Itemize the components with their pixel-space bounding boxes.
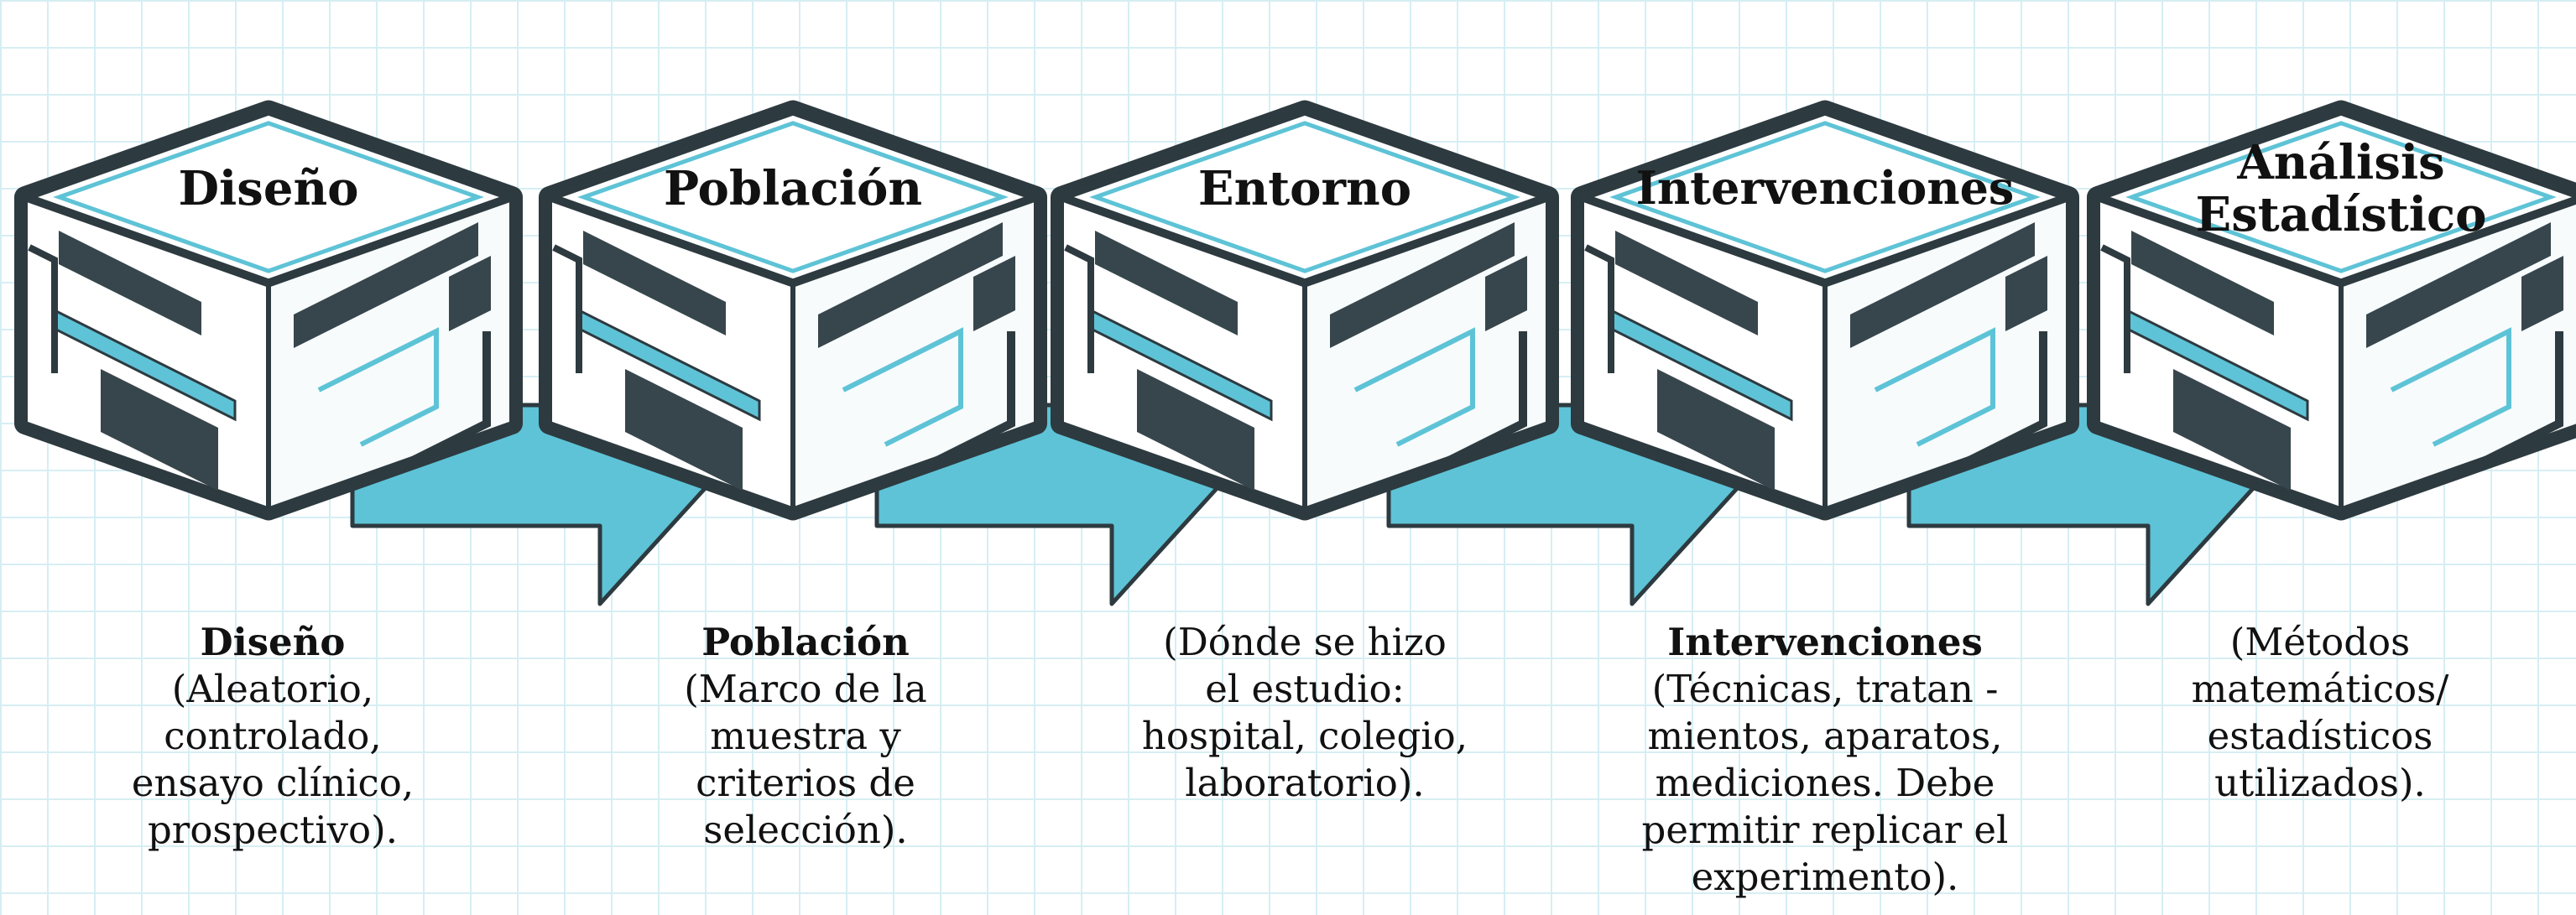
cube-right-panel <box>1485 256 1527 331</box>
cube-title-line: Estadístico <box>2196 187 2487 242</box>
cube-right-panel <box>1330 222 1515 348</box>
cube-right-panel <box>449 256 491 331</box>
cube-top-face <box>1057 107 1552 288</box>
cube-right-trace <box>1353 327 1475 447</box>
step-description-body: (Técnicas, tratan - mientos, aparatos, m… <box>1641 667 2009 899</box>
cube-top-inset <box>2125 121 2557 273</box>
cube-right-trace <box>1420 331 1527 478</box>
cube-title: Intervenciones <box>1636 161 2015 215</box>
cube-top-face <box>545 107 1040 288</box>
cube-left-notch <box>552 244 582 373</box>
cube-title: Diseño <box>178 161 358 216</box>
cube-right-trace <box>383 331 491 478</box>
cube-title-line: Análisis <box>2236 135 2444 190</box>
cube-right-panel <box>2366 222 2551 348</box>
cube-entorno: Entorno <box>1051 100 1559 521</box>
cube-top-inset <box>577 121 1009 273</box>
cube-title-line: Intervenciones <box>1636 161 2015 215</box>
cube-left-panel <box>2173 369 2291 491</box>
cube-right-trace <box>842 327 963 447</box>
cube-intervenciones: Intervenciones <box>1571 100 2079 521</box>
cube-right-trace <box>2390 327 2511 447</box>
cube-left-panel <box>1095 231 1238 335</box>
cube-left-panel <box>1137 369 1254 491</box>
cubes-layer: Diseño Población Entorno Intervenciones Anál… <box>14 100 2576 521</box>
cube-top-inset <box>53 121 484 273</box>
step-description-body: (Dónde se hizo el estudio: hospital, col… <box>1141 620 1468 805</box>
cube-title-line: Entorno <box>1198 161 1411 216</box>
cube-left-notch <box>1584 244 1614 373</box>
cube-title-line: Diseño <box>178 161 358 216</box>
cube-left-panel <box>583 231 726 335</box>
cube-right-panel <box>818 222 1003 348</box>
cube-top-face <box>2094 107 2576 288</box>
step-description-analisis: (Métodos matemáticos/ estadísticos utili… <box>2110 619 2530 807</box>
cube-top-face <box>1577 107 2073 288</box>
cube-right-panel <box>2521 256 2563 331</box>
cube-left-panel <box>101 369 218 491</box>
step-description-title: Población <box>701 620 910 664</box>
step-description-body: (Aleatorio, controlado, ensayo clínico, … <box>131 667 415 852</box>
cube-title: Entorno <box>1198 161 1411 216</box>
step-description-title: Diseño <box>200 620 346 664</box>
step-description-entorno: (Dónde se hizo el estudio: hospital, col… <box>1095 619 1515 807</box>
cube-title: Población <box>664 161 922 216</box>
cube-right-panel <box>294 222 478 348</box>
cube-right-panel <box>973 256 1015 331</box>
cube-left-panel <box>2131 231 2274 335</box>
cube-left-panel <box>1615 231 1758 335</box>
cube-left-panel <box>625 369 743 491</box>
cube-left-notch <box>2100 244 2130 373</box>
cube-top-face <box>21 107 516 288</box>
step-description-body: (Métodos matemáticos/ estadísticos utili… <box>2191 620 2449 805</box>
cube-title-line: Población <box>664 161 922 216</box>
cube-right-trace <box>908 331 1015 478</box>
step-description-diseno: Diseño (Aleatorio, controlado, ensayo cl… <box>63 619 482 854</box>
cube-left-notch <box>1064 244 1094 373</box>
cube-left-panel <box>59 231 201 335</box>
cube-right-trace <box>317 327 439 447</box>
cube-right-trace <box>2456 331 2563 478</box>
cube-right-panel <box>2005 256 2047 331</box>
cube-left-panel <box>1657 369 1775 491</box>
cube-diseno: Diseño <box>14 100 523 521</box>
cube-right-panel <box>1850 222 2035 348</box>
step-description-body: (Marco de la muestra y criterios de sele… <box>684 667 927 852</box>
cube-right-trace <box>1940 331 2047 478</box>
step-description-title: Intervenciones <box>1667 620 1983 664</box>
cube-top-inset <box>1089 121 1520 273</box>
step-description-intervenciones: Intervenciones (Técnicas, tratan - mient… <box>1615 619 2035 901</box>
cube-left-notch <box>28 244 58 373</box>
cube-right-trace <box>1874 327 1995 447</box>
cube-top-inset <box>1609 121 2041 273</box>
cube-poblacion: Población <box>539 100 1047 521</box>
step-description-poblacion: Población (Marco de la muestra y criteri… <box>596 619 1015 854</box>
